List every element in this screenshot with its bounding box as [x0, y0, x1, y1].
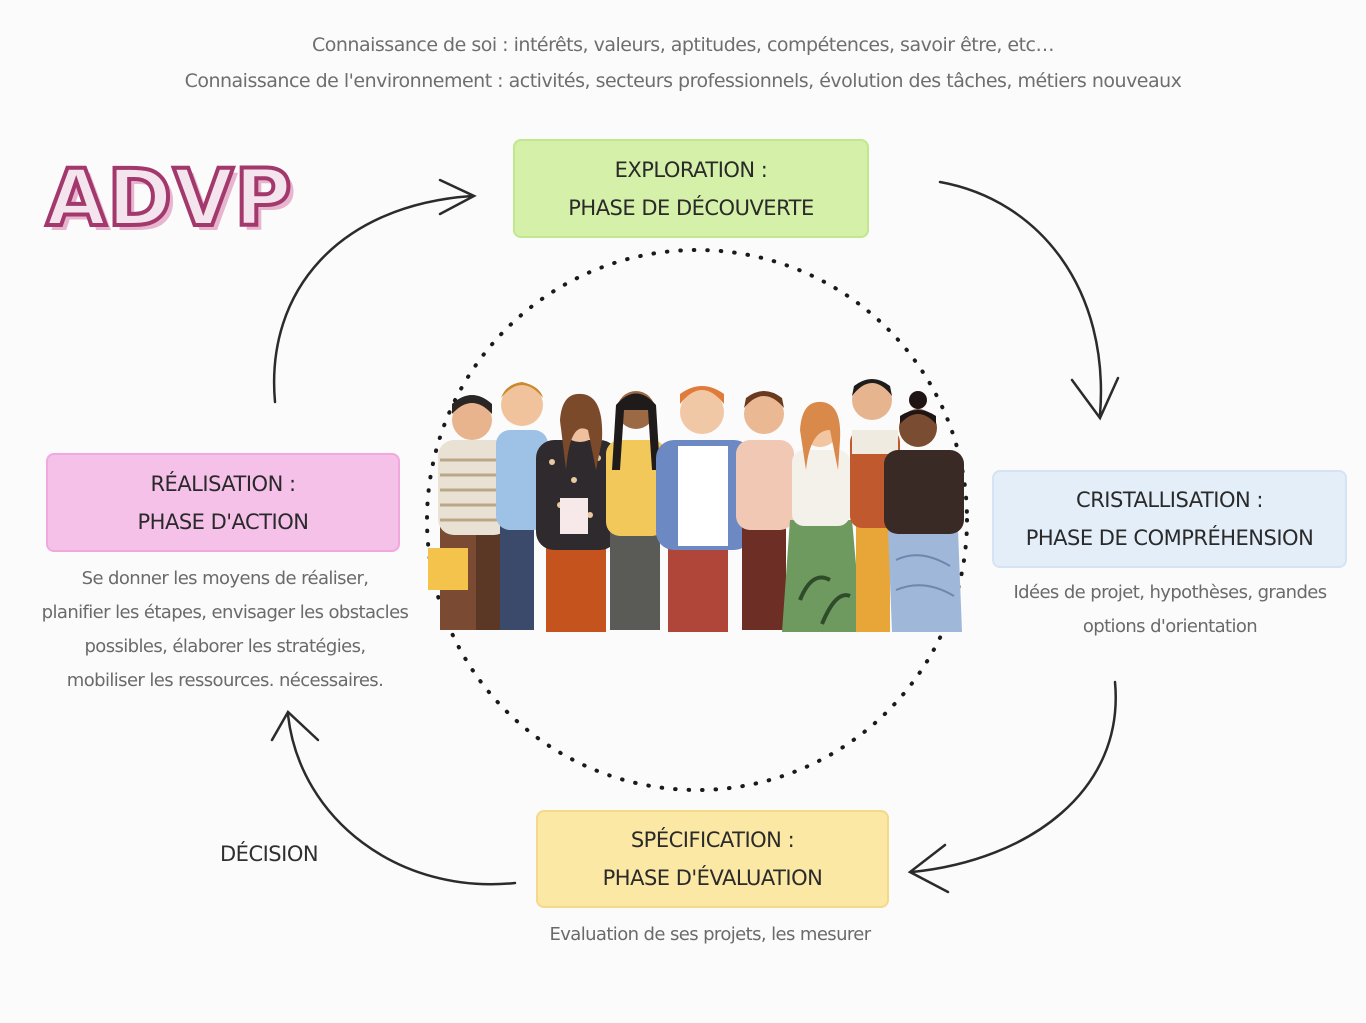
description-specification: Evaluation de ses projets, les mesurer: [549, 924, 871, 945]
description-cristallisation-line: Idées de projet, hypothèses, grandes: [1013, 582, 1327, 603]
phase-box-specification: SPÉCIFICATION : PHASE D'ÉVALUATION: [536, 810, 889, 908]
phase-box-cristallisation: CRISTALLISATION : PHASE DE COMPRÉHENSION: [992, 470, 1347, 568]
description-cristallisation-line: options d'orientation: [1082, 616, 1258, 637]
arrow-specification-to-realisation-icon: [270, 710, 517, 886]
group-of-people-illustration: [428, 379, 964, 632]
phase-box-realisation: RÉALISATION : PHASE D'ACTION: [46, 453, 400, 552]
header-line-self-knowledge: Connaissance de soi : intérêts, valeurs,…: [312, 34, 1055, 56]
description-realisation-line: mobiliser les ressources. nécessaires.: [66, 670, 384, 691]
dotted-cycle-circle: [425, 248, 969, 792]
description-realisation: Se donner les moyens de réaliser, planif…: [40, 562, 410, 698]
description-realisation-line: planifier les étapes, envisager les obst…: [41, 602, 409, 623]
description-realisation-line: possibles, élaborer les stratégies,: [84, 636, 366, 657]
description-cristallisation: Idées de projet, hypothèses, grandes opt…: [990, 576, 1350, 644]
phase-subtitle-exploration: PHASE DE DÉCOUVERTE: [568, 195, 814, 220]
header-line-environment-knowledge: Connaissance de l'environnement : activi…: [184, 70, 1182, 92]
phase-subtitle-specification: PHASE D'ÉVALUATION: [602, 866, 823, 890]
phase-subtitle-realisation: PHASE D'ACTION: [137, 509, 309, 534]
phase-subtitle-cristallisation: PHASE DE COMPRÉHENSION: [1025, 526, 1314, 550]
phase-title-exploration: EXPLORATION :: [614, 157, 768, 182]
decision-label: DÉCISION: [220, 842, 319, 866]
phase-title-cristallisation: CRISTALLISATION :: [1076, 488, 1263, 512]
phase-box-exploration: EXPLORATION : PHASE DE DÉCOUVERTE: [513, 139, 869, 238]
description-realisation-line: Se donner les moyens de réaliser,: [81, 568, 369, 589]
arrow-cristallisation-to-specification-icon: [907, 680, 1117, 894]
diagram-title: ADVP: [44, 154, 294, 244]
phase-title-specification: SPÉCIFICATION :: [630, 828, 795, 852]
phase-title-realisation: RÉALISATION :: [150, 471, 296, 496]
arrow-realisation-to-exploration-icon: [272, 178, 477, 404]
arrow-exploration-to-cristallisation-icon: [938, 180, 1120, 421]
